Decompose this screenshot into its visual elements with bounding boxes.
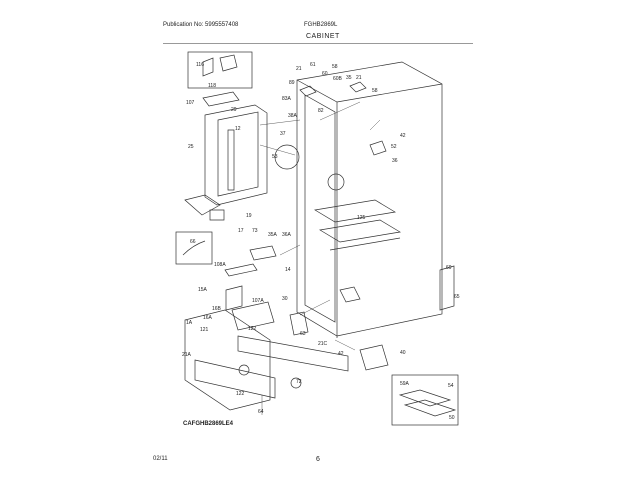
callout-15a: 15A [198, 287, 208, 293]
section-title: CABINET [306, 33, 340, 40]
callout-107a: 107A [252, 298, 264, 304]
callout-64: 64 [258, 409, 264, 415]
bracket-108a [224, 263, 258, 277]
inset-box-wire [175, 231, 213, 265]
wire-harness [182, 240, 206, 256]
callout-89: 89 [289, 80, 295, 86]
callout-42: 42 [400, 133, 406, 139]
callout-82: 82 [318, 108, 324, 114]
bracket-107a [225, 285, 243, 311]
knob-right [290, 377, 302, 389]
callout-59a: 59A [400, 381, 410, 387]
callout-29: 29 [231, 107, 237, 113]
callout-12: 12 [235, 126, 241, 132]
hinge-detail-circle [274, 144, 300, 170]
callout-53: 53 [272, 154, 278, 160]
callout-61: 61 [310, 62, 316, 68]
callout-73: 73 [252, 228, 258, 234]
callout-35a: 35A [268, 232, 278, 238]
cabinet-left-liner [304, 94, 336, 323]
callout-36a: 36A [282, 232, 292, 238]
detail-circle-126 [327, 173, 345, 191]
hinge-part-drawing [202, 54, 238, 77]
callout-69: 69 [446, 265, 452, 271]
callout-1a: 1A [186, 320, 193, 326]
control-housing [231, 301, 275, 331]
callout-38a: 38A [288, 113, 298, 119]
callout-21a: 21A [182, 352, 192, 358]
callout-122: 122 [248, 326, 257, 332]
callout-72: 72 [296, 379, 302, 385]
callout-83a: 83A [282, 96, 292, 102]
page-number: 6 [316, 456, 320, 463]
callout-16b: 16B [212, 306, 222, 312]
door-gasket [227, 129, 235, 191]
callout-36: 36 [392, 158, 398, 164]
control-panel-face [194, 359, 276, 399]
callout-60: 60 [322, 71, 328, 77]
publication-number: Publication No: 5995557408 [163, 22, 239, 28]
callout-118: 118 [208, 83, 216, 89]
door-trim-top [202, 91, 240, 107]
callout-58-top: 58 [332, 64, 338, 70]
callout-54: 54 [448, 383, 454, 389]
model-number: FGHB2869L [304, 22, 338, 28]
lower-bracket-center [339, 286, 361, 303]
callout-125: 125 [357, 215, 366, 221]
mount-73 [249, 245, 277, 261]
top-hinge-parts [299, 81, 367, 97]
callout-66: 66 [190, 239, 196, 245]
lower-hinge-right [359, 344, 389, 371]
callout-19: 19 [246, 213, 252, 219]
knob-left [238, 364, 250, 376]
callout-30: 30 [282, 296, 288, 302]
lower-hinge-center [289, 311, 309, 336]
callout-58-right: 58 [372, 88, 378, 94]
callout-65: 65 [454, 294, 460, 300]
kick-plate-72 [237, 335, 349, 372]
callout-52: 52 [391, 144, 397, 150]
cabinet-body [296, 61, 443, 337]
callout-108a: 108A [214, 262, 226, 268]
inset-59a-parts [398, 389, 457, 417]
callout-17: 17 [238, 228, 244, 234]
callout-21-top: 21 [296, 66, 302, 72]
lower-shelf [319, 219, 401, 243]
door-liner-panel [204, 104, 268, 206]
callout-60b: 60B [333, 76, 343, 82]
callout-122-lower: 122 [236, 391, 245, 397]
right-hinge-part [369, 140, 387, 156]
callout-35: 35 [346, 75, 352, 81]
callout-16a: 16A [203, 315, 213, 321]
header-divider [163, 43, 473, 44]
callout-42-lower: 42 [338, 351, 344, 357]
callout-25: 25 [188, 144, 194, 150]
leader-lines [259, 101, 381, 351]
callout-116: 116 [196, 62, 204, 68]
callout-107: 107 [186, 100, 195, 106]
door-handle-bracket [184, 194, 221, 216]
control-panel-assembly [184, 309, 271, 411]
inset-box-hinge [187, 51, 253, 89]
callout-40: 40 [400, 350, 406, 356]
callout-21c: 21C [318, 341, 328, 347]
inset-box-59a [391, 374, 459, 426]
callout-63: 63 [300, 331, 306, 337]
diagram-code: CAFGHB2869LE4 [183, 421, 234, 427]
footer-date: 02/11 [153, 456, 168, 462]
callout-50: 50 [449, 415, 455, 421]
callout-14: 14 [285, 267, 291, 273]
divider-line [329, 237, 401, 251]
cabinet-top-edge [296, 79, 443, 103]
door-inner-panel [217, 111, 259, 197]
callout-37: 37 [280, 131, 286, 137]
callout-121: 121 [200, 327, 209, 333]
side-panel-69 [439, 265, 455, 311]
crisper-shelf [314, 199, 396, 223]
callout-21-right: 21 [356, 75, 362, 81]
door-hinge-bottom [209, 209, 225, 221]
